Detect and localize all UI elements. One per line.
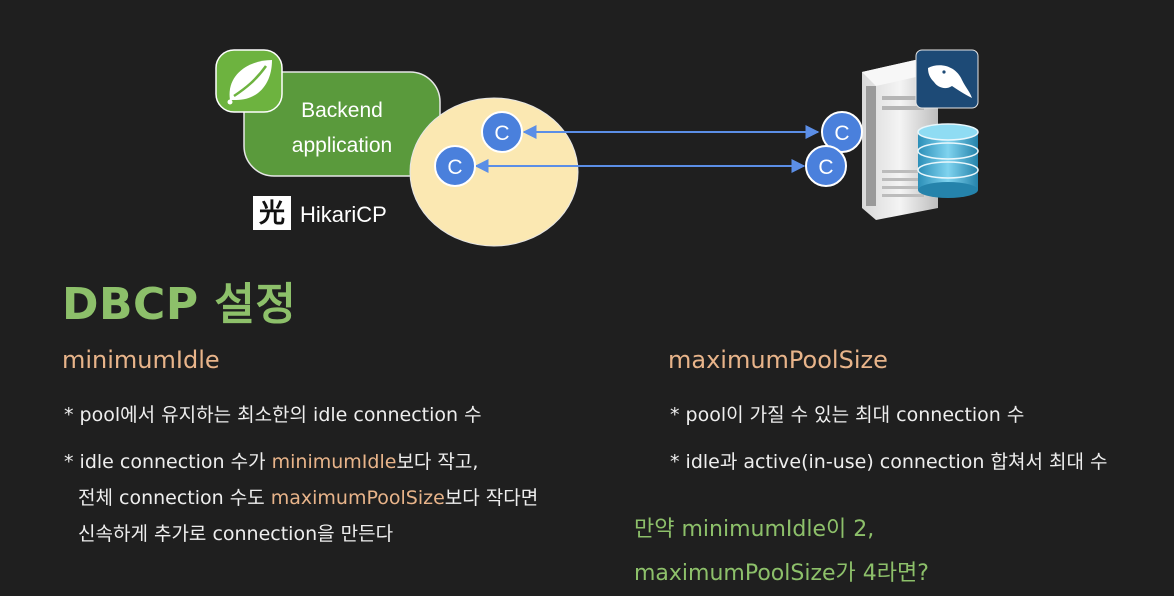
- database-icon: [917, 123, 979, 198]
- bullet-3-text: 전체 connection 수도: [78, 487, 271, 509]
- bullet-2-text: * idle connection 수가: [64, 451, 272, 473]
- bullet-3-suffix: 보다 작다면: [444, 487, 539, 509]
- spring-leaf-icon: [215, 49, 283, 113]
- mysql-dolphin-icon: [915, 49, 979, 109]
- backend-label-line2: application: [292, 134, 392, 157]
- pool-connection-1: C: [481, 111, 523, 153]
- svg-text:光: 光: [258, 199, 285, 229]
- slide-title: DBCP 설정: [62, 279, 297, 330]
- hikaricp-label: HikariCP: [300, 202, 387, 227]
- svg-text:C: C: [818, 156, 833, 179]
- question-line-1: 만약 minimumIdle이 2,: [634, 517, 875, 542]
- db-connection-1: C: [821, 111, 863, 153]
- question-line-2: maximumPoolSize가 4라면?: [634, 561, 929, 586]
- bullet-2-highlight: minimumIdle: [271, 451, 397, 473]
- pool-connection-2: C: [434, 145, 476, 187]
- minimum-idle-bullet-1: * pool에서 유지하는 최소한의 idle connection 수: [64, 404, 482, 426]
- db-connection-2: C: [805, 145, 847, 187]
- svg-text:C: C: [494, 122, 509, 145]
- maximum-pool-size-heading: maximumPoolSize: [668, 346, 888, 374]
- bullet-2-suffix: 보다 작고,: [396, 451, 479, 473]
- backend-label-line1: Backend: [301, 99, 383, 122]
- maximum-pool-size-bullet-2: * idle과 active(in-use) connection 합쳐서 최대…: [670, 451, 1108, 473]
- architecture-diagram: Backend application 光 HikariCP C C: [215, 49, 979, 247]
- minimum-idle-heading: minimumIdle: [62, 346, 220, 374]
- bullet-3-highlight: maximumPoolSize: [270, 487, 445, 509]
- minimum-idle-bullet-2-line-2: 전체 connection 수도 maximumPoolSize보다 작다면: [78, 483, 538, 510]
- backend-application-box: Backend application: [243, 71, 441, 177]
- minimum-idle-bullet-2: * idle connection 수가 minimumIdle보다 작고,: [64, 447, 478, 474]
- svg-text:C: C: [834, 122, 849, 145]
- maximum-pool-size-bullet-1: * pool이 가질 수 있는 최대 connection 수: [670, 404, 1025, 426]
- minimum-idle-bullet-2-line-3: 신속하게 추가로 connection을 만든다: [78, 523, 394, 545]
- hikari-logo-icon: 光: [253, 196, 291, 230]
- svg-text:C: C: [447, 156, 462, 179]
